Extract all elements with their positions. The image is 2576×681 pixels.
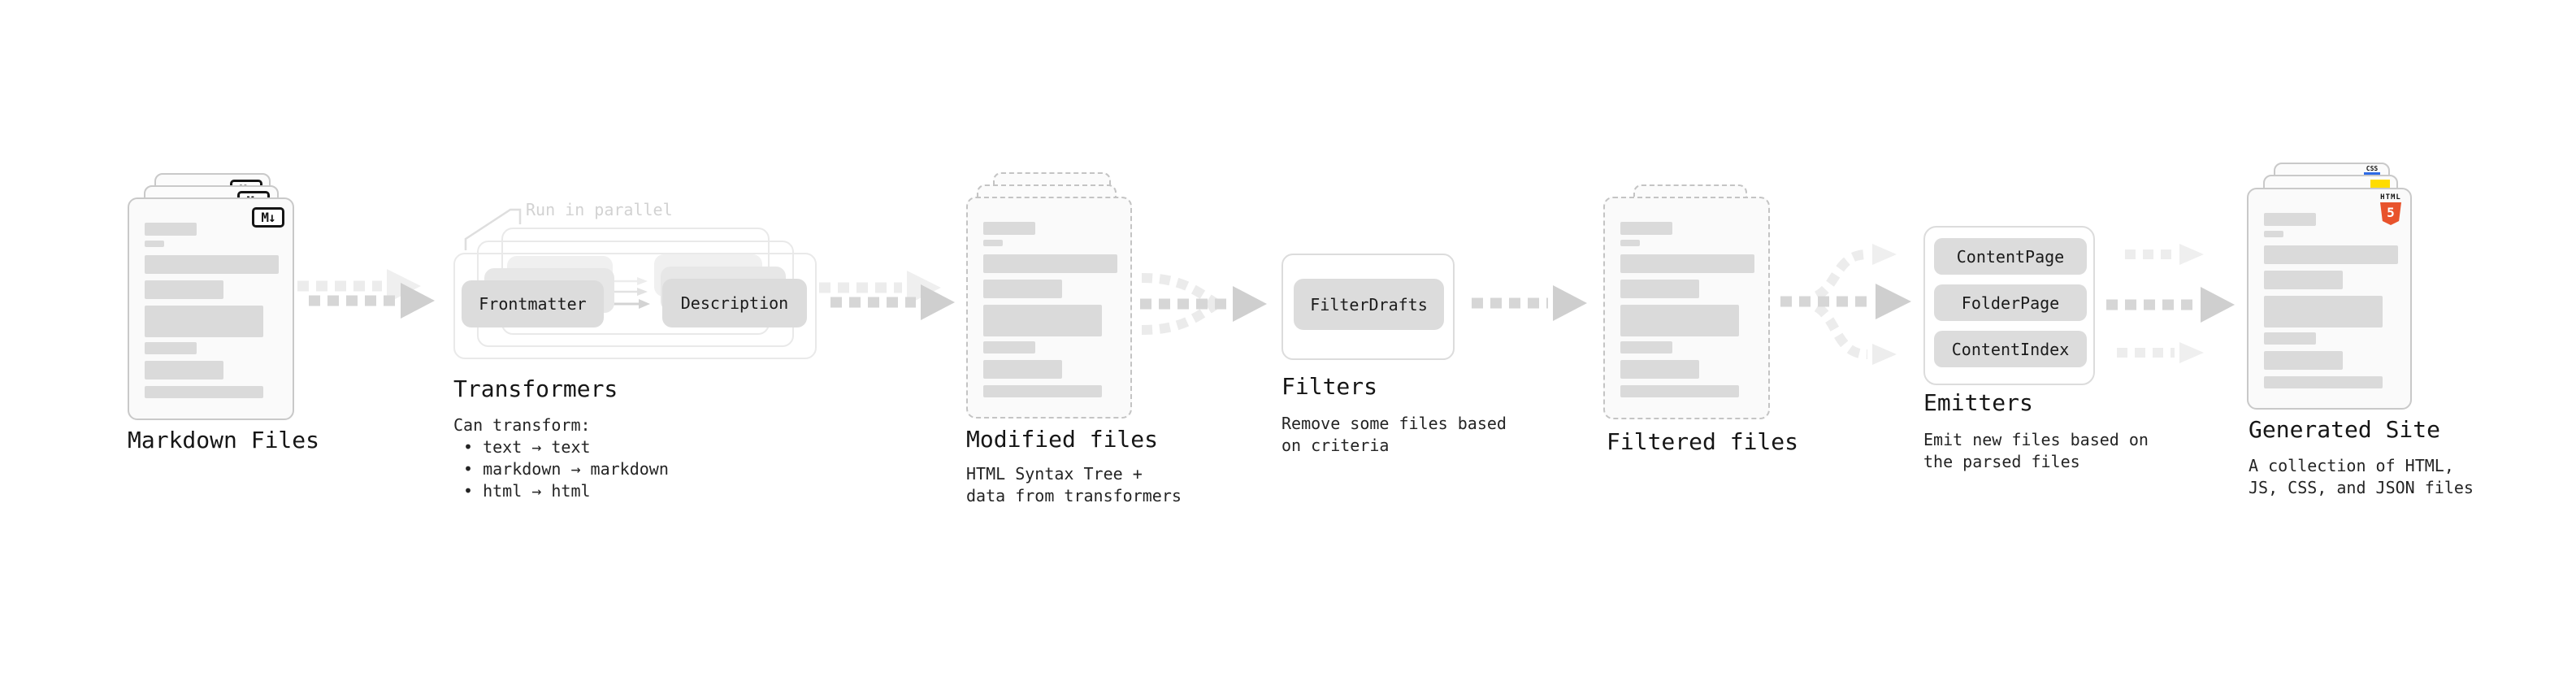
text-placeholder-bar [983, 254, 1117, 273]
stage-title-filtered-files: Filtered files [1607, 428, 1799, 455]
stage-title-filters: Filters [1281, 373, 1378, 400]
text-placeholder-bar [983, 222, 1035, 235]
desc-line: data from transformers [966, 486, 1182, 505]
text-placeholder-bar [1620, 222, 1672, 235]
run-in-parallel-note: Run in parallel [526, 200, 673, 219]
javascript-badge-icon [2370, 180, 2390, 189]
desc-line: on criteria [1281, 436, 1390, 455]
desc-line: • html → html [463, 481, 591, 501]
css-badge-label: CSS [2366, 165, 2379, 172]
arrow-filtered-to-emitters [1780, 244, 1911, 365]
filtered-file-card-front [1603, 197, 1770, 419]
text-placeholder-bar [145, 342, 197, 354]
contentpage-pill: ContentPage [1934, 238, 2087, 275]
text-placeholder-bar [2264, 296, 2383, 327]
desc-line: Remove some files based [1281, 414, 1507, 433]
text-placeholder-bar [145, 241, 164, 247]
text-placeholder-bar [983, 280, 1062, 298]
arrow-markdown-to-transformers [297, 269, 435, 319]
frontmatter-pill: Frontmatter [462, 280, 604, 327]
text-placeholder-bar [2264, 231, 2283, 237]
arrow-filters-to-filtered [1472, 285, 1587, 321]
desc-line: HTML Syntax Tree + [966, 464, 1143, 484]
text-placeholder-bar [2264, 245, 2398, 264]
text-placeholder-bar [2264, 271, 2343, 289]
css-blue-bar [2364, 172, 2380, 175]
folderpage-pill: FolderPage [1934, 284, 2087, 321]
html5-logo-icon: HTML 5 [2380, 194, 2401, 225]
text-placeholder-bar [1620, 305, 1739, 336]
stage-title-markdown-files: Markdown Files [128, 427, 320, 453]
text-placeholder-bar [983, 341, 1035, 354]
arrow-emitters-to-generated [2106, 244, 2235, 363]
stage-title-modified-files: Modified files [966, 426, 1159, 453]
text-placeholder-bar [1620, 360, 1699, 379]
text-placeholder-bar [145, 280, 223, 299]
text-placeholder-bar [145, 306, 263, 337]
text-placeholder-bar [2264, 376, 2383, 388]
css-badge-icon: CSS [2363, 166, 2381, 175]
stage-desc-emitters: Emit new files based on the parsed files [1923, 429, 2149, 473]
desc-line: Emit new files based on [1923, 430, 2149, 449]
modified-file-card-front [966, 197, 1132, 419]
text-placeholder-bar [1620, 280, 1699, 298]
stage-desc-filters: Remove some files based on criteria [1281, 413, 1507, 457]
text-placeholder-bar [2264, 213, 2316, 226]
text-placeholder-bar [2264, 332, 2316, 345]
text-placeholder-bar [145, 255, 279, 274]
html5-logo-label: HTML [2380, 193, 2401, 202]
desc-line: • text → text [463, 437, 591, 457]
generated-file-card-front: HTML 5 [2247, 188, 2412, 410]
stage-desc-modified-files: HTML Syntax Tree + data from transformer… [966, 463, 1182, 507]
desc-line: JS, CSS, and JSON files [2249, 478, 2474, 497]
text-placeholder-bar [1620, 385, 1739, 397]
transformer-frame-front [453, 253, 817, 359]
text-placeholder-bar [145, 386, 263, 398]
arrow-modified-to-filters [1140, 273, 1267, 335]
stage-desc-transformers: Can transform: • text → text • markdown … [453, 414, 669, 502]
stage-title-transformers: Transformers [453, 375, 618, 402]
text-placeholder-bar [1620, 341, 1672, 354]
desc-line: the parsed files [1923, 452, 2080, 471]
stage-desc-generated-site: A collection of HTML, JS, CSS, and JSON … [2249, 455, 2474, 499]
html5-shield: 5 [2380, 202, 2401, 225]
text-placeholder-bar [145, 361, 223, 380]
text-placeholder-bar [1620, 240, 1640, 246]
text-placeholder-bar [1620, 254, 1754, 273]
text-placeholder-bar [983, 360, 1062, 379]
arrow-transformers-to-modified [819, 271, 955, 320]
text-placeholder-bar [983, 305, 1102, 336]
markdown-file-card-front: M↓ [128, 197, 294, 420]
text-placeholder-bar [983, 385, 1102, 397]
desc-line: • markdown → markdown [463, 459, 669, 479]
filterdrafts-pill: FilterDrafts [1294, 279, 1444, 330]
contentindex-pill: ContentIndex [1934, 331, 2087, 367]
text-placeholder-bar [145, 223, 197, 236]
markdown-icon: M↓ [252, 207, 284, 228]
stage-title-generated-site: Generated Site [2249, 416, 2441, 443]
desc-line: A collection of HTML, [2249, 456, 2454, 475]
desc-line: Can transform: [453, 415, 591, 435]
description-pill: Description [662, 279, 807, 327]
stage-title-emitters: Emitters [1923, 389, 2033, 416]
text-placeholder-bar [2264, 351, 2343, 370]
text-placeholder-bar [983, 240, 1003, 246]
